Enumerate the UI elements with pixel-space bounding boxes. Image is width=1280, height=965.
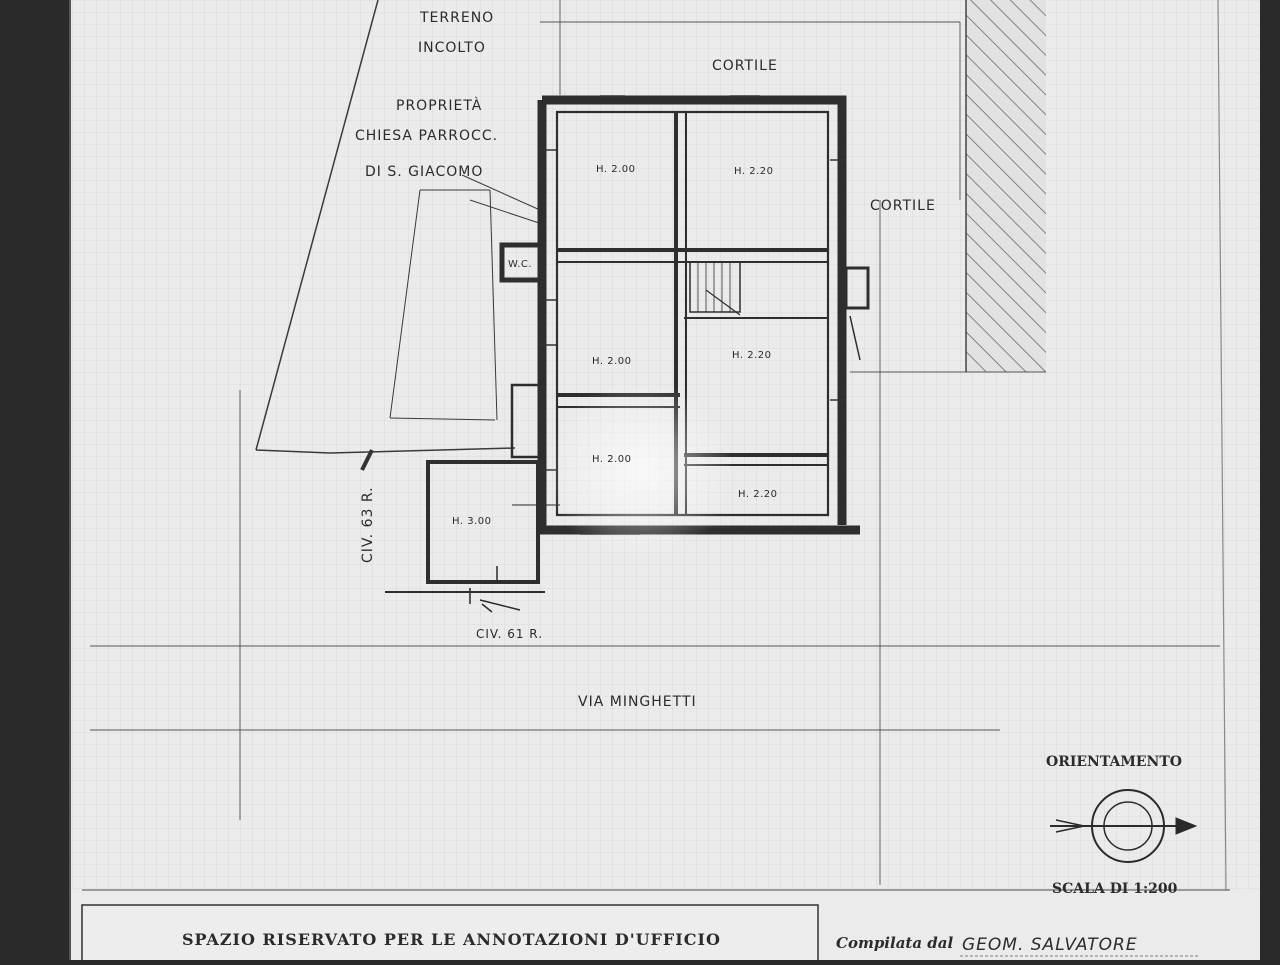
label-proprieta: PROPRIETÀ — [396, 97, 482, 114]
room-1-height: H. 2.00 — [596, 164, 635, 175]
label-terreno: TERRENO — [419, 10, 494, 26]
label-scala: SCALA DI 1:200 — [1052, 881, 1178, 897]
label-incolto: INCOLTO — [418, 40, 486, 56]
compass-rose-icon — [1050, 789, 1198, 863]
room-2-height: H. 2.20 — [734, 166, 773, 177]
terrain-wedge — [239, 0, 546, 820]
room-4-height: H. 2.20 — [732, 350, 771, 361]
label-via-minghetti: VIA MINGHETTI — [578, 694, 697, 710]
label-orientamento: ORIENTAMENTO — [1046, 754, 1182, 770]
compilata-label: Compilata dal — [836, 934, 953, 952]
label-giacomo: DI S. GIACOMO — [365, 164, 483, 180]
label-cortile-top: CORTILE — [712, 58, 778, 74]
label-wc: W.C. — [508, 259, 532, 270]
annotations-title: SPAZIO RISERVATO PER LE ANNOTAZIONI D'UF… — [182, 930, 721, 949]
label-civ-61: CIV. 61 R. — [476, 627, 543, 641]
room-6-height: H. 2.20 — [738, 489, 777, 500]
annotations-box — [81, 904, 819, 965]
compilata-signature: GEOM. SALVATORE — [962, 935, 1138, 955]
label-cortile-right: CORTILE — [870, 198, 936, 214]
room-5-height: H. 2.00 — [592, 454, 631, 465]
room-7-height: H. 3.00 — [452, 516, 491, 527]
room-3-height: H. 2.00 — [592, 356, 631, 367]
label-chiesa: CHIESA PARROCC. — [355, 128, 498, 144]
entrance-marker — [469, 566, 521, 613]
label-civ-63: CIV. 63 R. — [360, 486, 376, 563]
